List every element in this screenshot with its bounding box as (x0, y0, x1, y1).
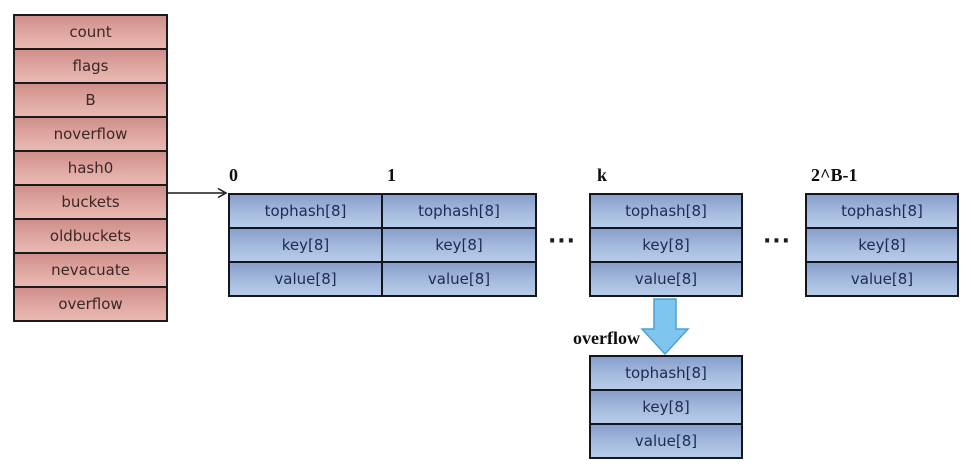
hmap-field-noverflow: noverflow (13, 116, 168, 152)
bucket-k-tophash: tophash[8] (589, 193, 743, 229)
bucket-0-tophash: tophash[8] (228, 193, 383, 229)
hmap-field-count: count (13, 14, 168, 50)
bucket-overflow-key: key[8] (589, 389, 743, 425)
bucket-k-value: value[8] (589, 261, 743, 297)
bucket-index-label-k: k (597, 165, 608, 185)
bucket-1-value: value[8] (381, 261, 537, 297)
hmap-field-buckets: buckets (13, 184, 168, 220)
hmap-field-nevacuate: nevacuate (13, 252, 168, 288)
bucket-index-label-0: 0 (229, 165, 238, 185)
overflow-arrow-icon (640, 298, 690, 356)
overflow-label: overflow (573, 328, 640, 348)
bucket-overflow-tophash: tophash[8] (589, 355, 743, 391)
bucket-1-tophash: tophash[8] (381, 193, 537, 229)
hmap-struct: count flags B noverflow hash0 buckets ol… (13, 14, 168, 322)
ellipsis-dots: ··· (762, 229, 792, 254)
bucket-1: tophash[8] key[8] value[8] (381, 193, 537, 297)
hmap-field-oldbuckets: oldbuckets (13, 218, 168, 254)
bucket-0: tophash[8] key[8] value[8] (228, 193, 383, 297)
bucket-0-key: key[8] (228, 227, 383, 263)
hmap-field-flags: flags (13, 48, 168, 84)
bucket-1-key: key[8] (381, 227, 537, 263)
bucket-index-label-2^B-1: 2^B-1 (811, 165, 858, 185)
bucket-overflow: tophash[8] key[8] value[8] (589, 355, 743, 459)
bucket-2^B-1-tophash: tophash[8] (805, 193, 959, 229)
bucket-k-key: key[8] (589, 227, 743, 263)
bucket-overflow-value: value[8] (589, 423, 743, 459)
buckets-pointer-arrow (168, 187, 228, 199)
bucket-0-value: value[8] (228, 261, 383, 297)
ellipsis-dots: ··· (547, 229, 577, 254)
bucket-2^B-1-key: key[8] (805, 227, 959, 263)
bucket-2^B-1: tophash[8] key[8] value[8] (805, 193, 959, 297)
hmap-field-overflow: overflow (13, 286, 168, 322)
hmap-field-hash0: hash0 (13, 150, 168, 186)
hmap-field-b: B (13, 82, 168, 118)
bucket-k: tophash[8] key[8] value[8] (589, 193, 743, 297)
bucket-2^B-1-value: value[8] (805, 261, 959, 297)
bucket-index-label-1: 1 (387, 165, 396, 185)
